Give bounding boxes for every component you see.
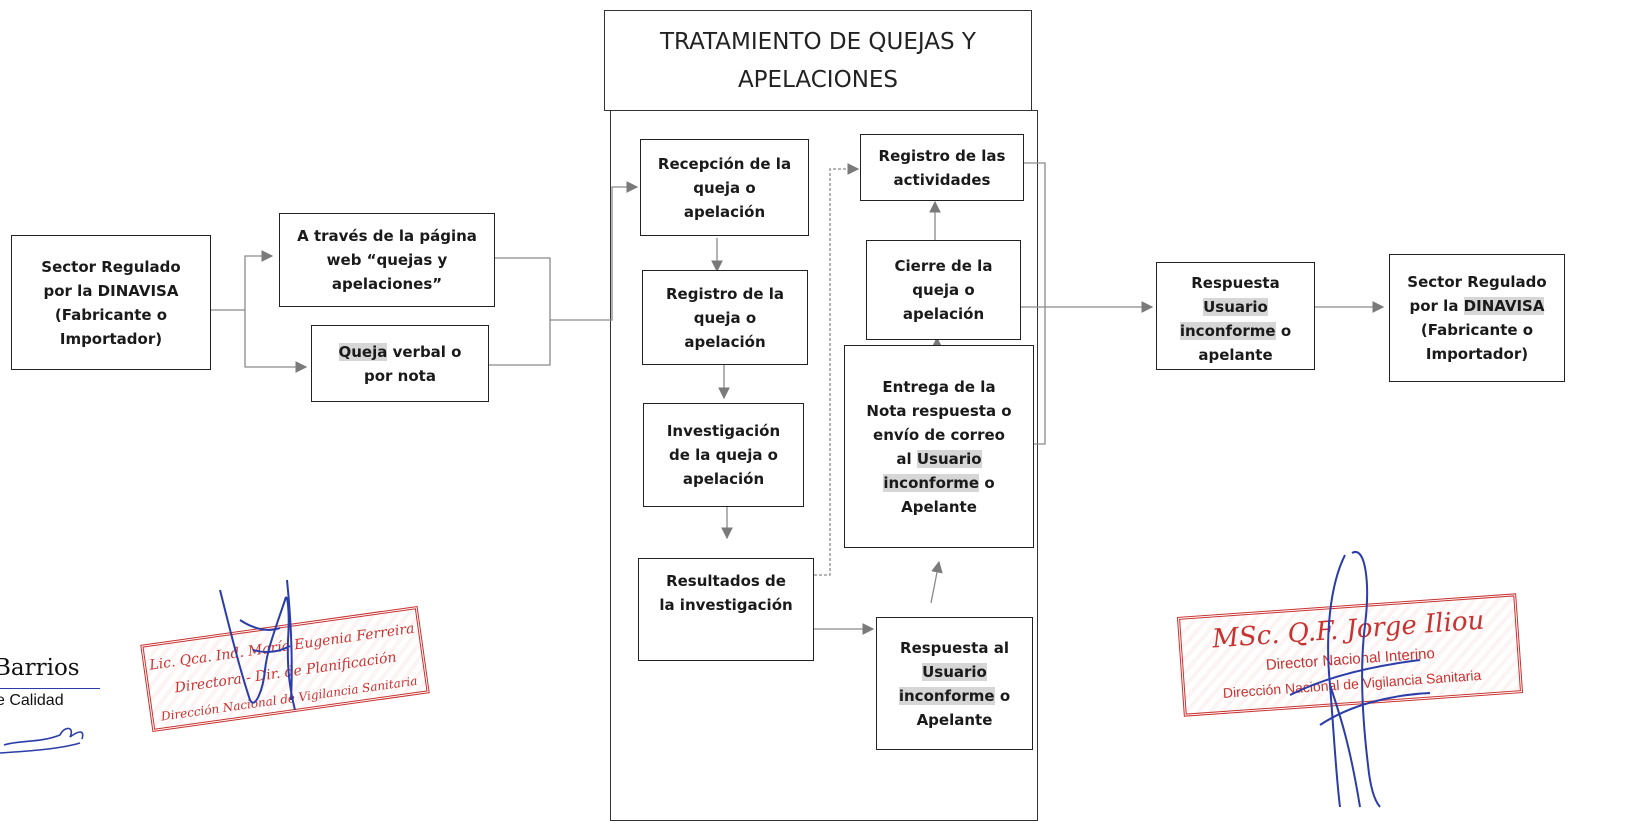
connector-verbal-merge: [488, 320, 551, 366]
box-web-page: A través de la página web “quejas y apel…: [279, 213, 495, 307]
signatory-role-left: e Calidad: [0, 692, 64, 709]
box-reception: Recepción de la queja o apelación: [640, 139, 809, 236]
connector-reply-to-delivery: [930, 560, 943, 604]
connector-activities-out: [1024, 162, 1046, 445]
box-sector-regulado-target: Sector Regulado por la DINAVISA (Fabrica…: [1389, 254, 1565, 382]
box-delivery: Entrega de la Nota respuesta o envío de …: [844, 345, 1034, 548]
box-register: Registro de la queja o apelación: [642, 270, 808, 365]
signatory-name-left: Barrios: [0, 655, 80, 681]
connector-source-split: [210, 250, 274, 311]
box-results: Resultados de la investigación: [638, 558, 814, 661]
connector-web-merge: [494, 181, 639, 321]
connector-source-to-verbal: [244, 310, 308, 373]
box-investigation: Investigación de la queja o apelación: [643, 403, 804, 507]
box-activities: Registro de las actividades: [860, 134, 1024, 201]
box-reply: Respuesta al Usuario inconforme o Apelan…: [876, 617, 1033, 750]
box-response: Respuesta Usuario inconforme o apelante: [1156, 262, 1315, 370]
box-sector-regulado-source: Sector Regulado por la DINAVISA (Fabrica…: [11, 235, 211, 370]
connector-results-to-activities: [814, 163, 860, 576]
box-closure: Cierre de la queja o apelación: [866, 240, 1021, 340]
signatory-underline: [0, 688, 100, 689]
box-verbal-complaint: Queja verbal o por nota: [311, 325, 489, 402]
